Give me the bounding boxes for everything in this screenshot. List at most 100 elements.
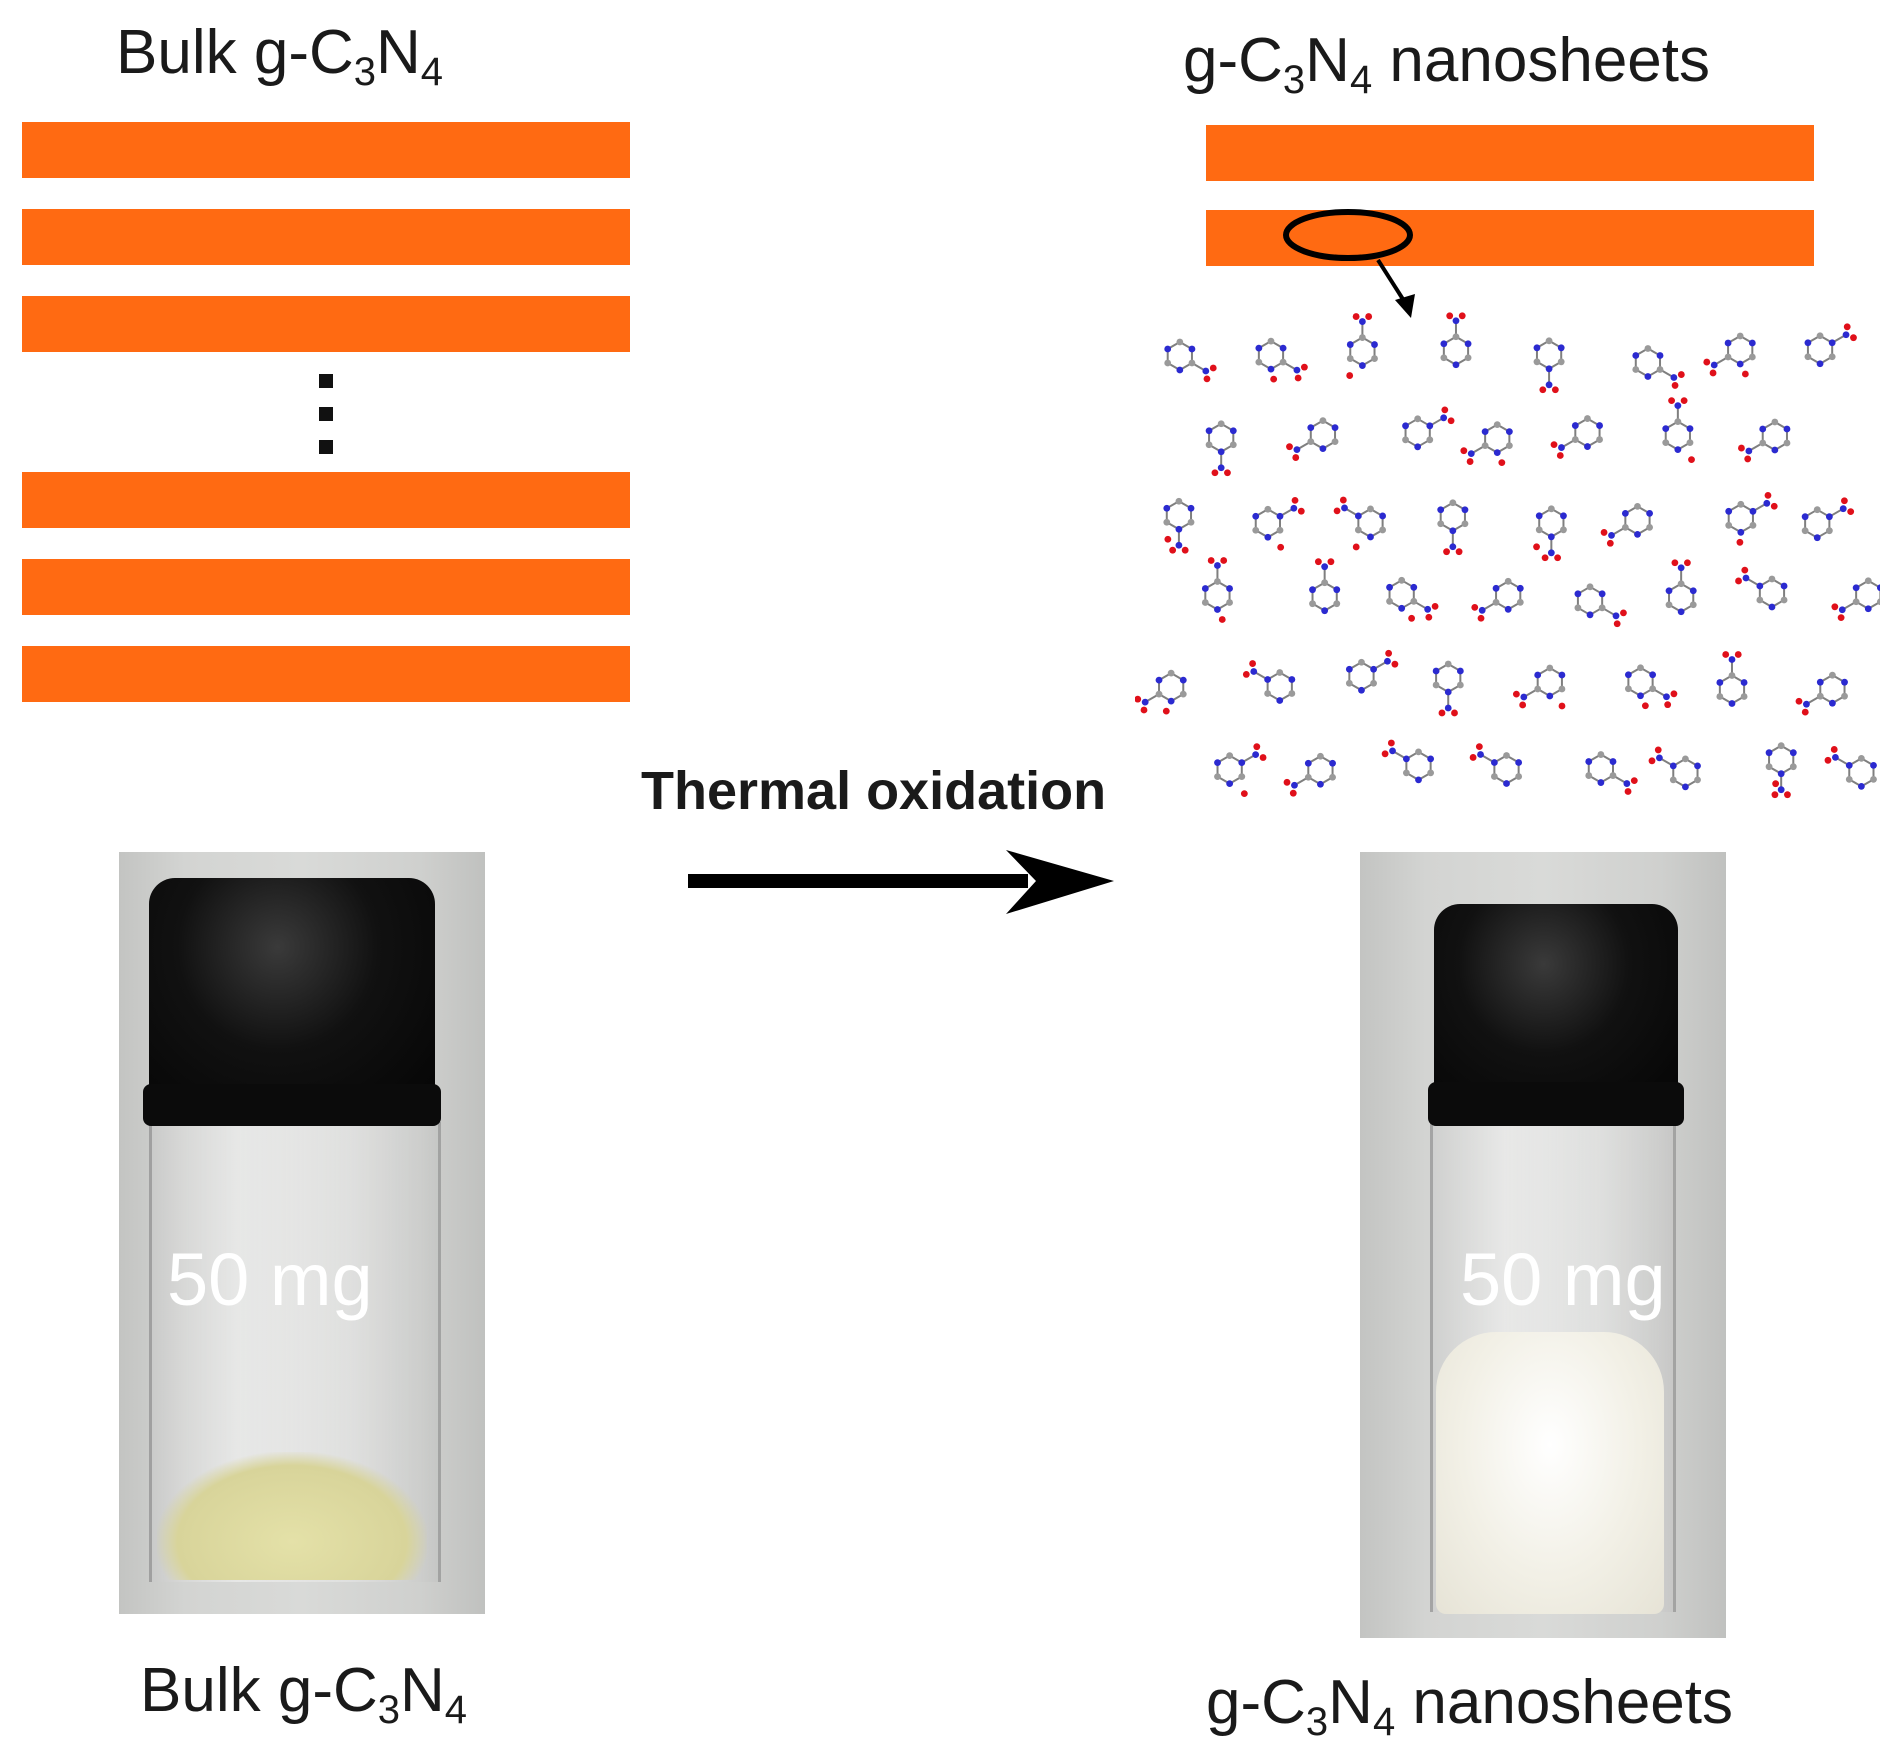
atom <box>1410 583 1418 591</box>
atom <box>1346 372 1354 379</box>
atom <box>1188 345 1196 353</box>
atom <box>1682 755 1689 763</box>
bulk-layer <box>22 296 630 352</box>
atom <box>1164 345 1172 353</box>
atom <box>1771 446 1779 454</box>
atom <box>1415 776 1422 784</box>
atom <box>1780 582 1788 590</box>
atom <box>1358 362 1366 369</box>
bulk-powder <box>157 1452 427 1580</box>
atom <box>1181 546 1189 554</box>
atom <box>1689 587 1697 595</box>
atom <box>1267 337 1275 345</box>
atom <box>1842 331 1850 339</box>
atom <box>1217 420 1225 428</box>
atom <box>1816 692 1824 700</box>
atom <box>1547 505 1555 513</box>
atom <box>1725 507 1733 515</box>
atom <box>1748 353 1756 361</box>
atom <box>1539 386 1547 394</box>
atom <box>1452 333 1460 341</box>
atom <box>1852 598 1860 606</box>
atom <box>1319 445 1327 453</box>
atom <box>1276 669 1284 676</box>
atom <box>1624 788 1632 795</box>
atom <box>1346 341 1354 348</box>
atom <box>1339 496 1347 504</box>
atom <box>1770 502 1778 510</box>
atom <box>1600 529 1608 536</box>
atom <box>1490 773 1498 780</box>
atom <box>1456 681 1464 689</box>
atom <box>1740 679 1748 686</box>
atom <box>1710 361 1718 369</box>
atom <box>1512 690 1520 698</box>
atom <box>1777 742 1785 750</box>
atom <box>1386 597 1393 605</box>
atom <box>1736 332 1744 340</box>
atom <box>1728 700 1736 707</box>
atom <box>1654 746 1662 754</box>
atom <box>1545 365 1553 373</box>
atom <box>1876 598 1880 606</box>
atom <box>1503 780 1510 787</box>
atom <box>1841 678 1848 686</box>
atom <box>1780 596 1788 604</box>
atom <box>1634 530 1641 538</box>
atom <box>1490 759 1498 766</box>
atom <box>1857 782 1865 790</box>
nanosheets-caption: g-C3N4 nanosheets <box>1206 1668 1734 1744</box>
atom <box>1768 603 1776 611</box>
atom <box>1288 690 1296 697</box>
atom <box>1870 775 1877 783</box>
atom <box>1596 436 1603 443</box>
atom <box>1613 620 1621 628</box>
atom <box>1777 786 1785 794</box>
atom <box>1689 601 1697 609</box>
atom <box>1384 657 1391 665</box>
atom <box>1391 660 1399 668</box>
atom <box>1630 777 1638 785</box>
atom <box>1321 607 1329 615</box>
atom <box>1379 512 1387 520</box>
atom <box>1402 436 1409 444</box>
atom <box>1609 758 1617 765</box>
atom <box>1772 780 1780 788</box>
atom <box>1749 521 1757 529</box>
atom <box>1329 773 1336 781</box>
atom <box>1218 616 1226 623</box>
bulk-layer <box>22 209 630 265</box>
atom <box>1179 690 1187 698</box>
atom <box>1460 447 1468 455</box>
atom <box>1449 499 1457 507</box>
atom <box>1252 526 1260 534</box>
atom <box>1358 334 1366 341</box>
atom <box>1317 780 1324 788</box>
atom <box>1504 577 1512 585</box>
ellipsis-dot <box>319 440 333 454</box>
atom <box>1558 685 1566 693</box>
atom <box>1444 660 1452 668</box>
atom <box>1656 366 1664 373</box>
atom <box>1410 597 1418 605</box>
atom <box>1560 512 1567 520</box>
atom <box>1783 439 1791 447</box>
atom <box>1742 574 1750 582</box>
atom <box>1352 313 1360 320</box>
atom <box>1516 584 1524 592</box>
atom <box>1370 665 1377 673</box>
atom <box>1505 442 1513 450</box>
atom <box>1426 436 1434 444</box>
atom <box>1725 521 1733 529</box>
atom <box>1828 353 1836 361</box>
atom <box>1740 693 1748 700</box>
atom <box>1493 449 1501 457</box>
atom <box>1309 600 1316 608</box>
atom <box>1481 442 1489 450</box>
atom <box>1741 566 1749 574</box>
atom <box>1415 748 1422 756</box>
atom <box>1464 354 1472 362</box>
nanosheets-vial-photo: 50 mg <box>1360 852 1726 1638</box>
atom <box>1226 780 1234 787</box>
atom <box>1574 590 1582 598</box>
